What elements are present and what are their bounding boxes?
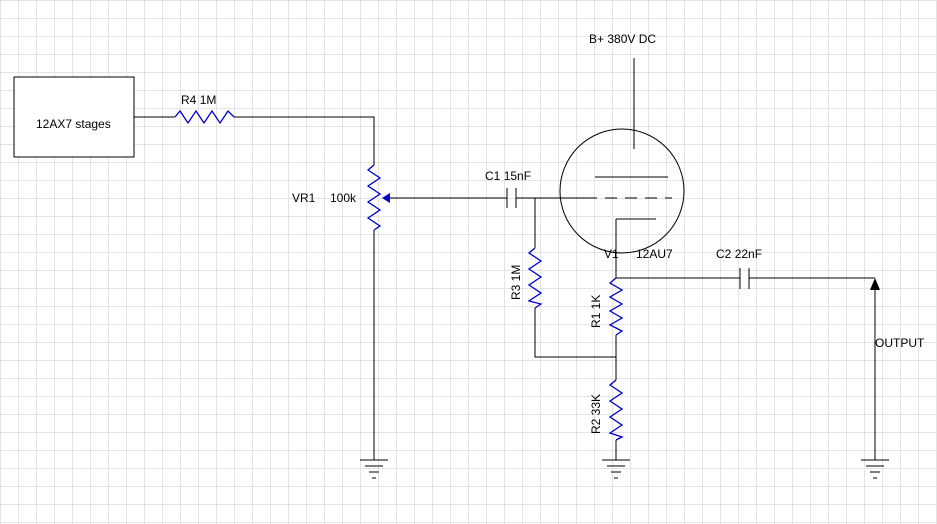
potentiometer-vr1-body (366, 164, 382, 231)
resistor-r1: R1 1K (589, 277, 624, 336)
capacitor-c1: C1 15nF (485, 169, 531, 208)
resistor-r4: R4 1M (174, 93, 235, 125)
potentiometer-vr1: VR1 100k (292, 164, 390, 231)
output-terminal: OUTPUT (870, 278, 925, 350)
resistor-r2-label: R2 33K (589, 394, 603, 434)
resistor-r3: R3 1M (509, 247, 543, 309)
resistor-r3-body (527, 247, 543, 309)
resistor-r4-body (174, 109, 235, 125)
ground-vr1 (360, 459, 388, 479)
resistor-r2-body (608, 379, 624, 441)
wiper-arrow-icon (382, 193, 390, 203)
resistor-r1-label: R1 1K (589, 295, 603, 328)
capacitor-c2: C2 22nF (716, 247, 762, 289)
stage-block-box (13, 76, 135, 158)
resistor-r1-body (608, 277, 624, 336)
stage-block-label: 12AX7 stages (36, 117, 111, 131)
output-arrow-icon (870, 278, 880, 290)
capacitor-c2-label: C2 22nF (716, 247, 762, 261)
resistor-r4-label: R4 1M (181, 93, 216, 107)
resistor-r3-label: R3 1M (509, 265, 523, 300)
potentiometer-vr1-value: 100k (330, 191, 357, 205)
output-label: OUTPUT (875, 336, 925, 350)
triode-v1-value: 12AU7 (636, 247, 673, 261)
wire (234, 116, 375, 165)
supply-label: B+ 380V DC (589, 32, 656, 46)
wire (534, 308, 616, 358)
capacitor-c1-label: C1 15nF (485, 169, 531, 183)
triode-v1-ref: V1 (604, 247, 619, 261)
triode-envelope (559, 128, 685, 254)
stage-block: 12AX7 stages (13, 76, 135, 158)
resistor-r2: R2 33K (589, 379, 624, 441)
ground-output (861, 459, 889, 479)
triode-v1: V1 12AU7 (559, 128, 685, 261)
wires (134, 58, 876, 460)
potentiometer-vr1-ref: VR1 (292, 191, 316, 205)
ground-cathode (602, 459, 630, 479)
